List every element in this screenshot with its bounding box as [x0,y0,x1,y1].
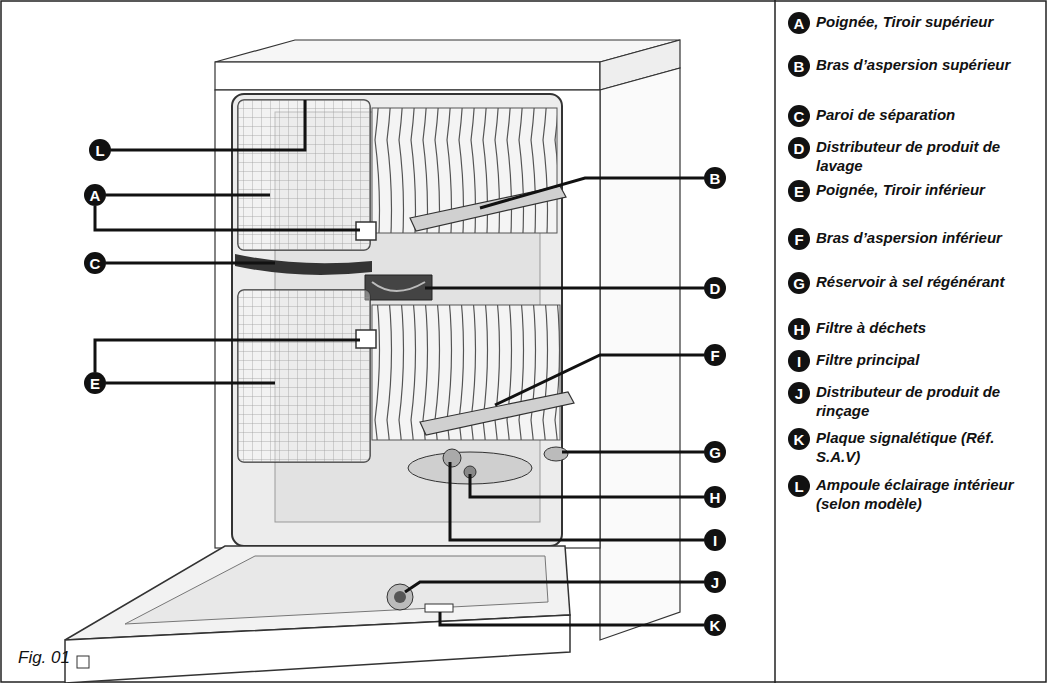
legend-entry: D Distributeur de produit de lavage [788,137,1043,175]
legend-entry: E Poignée, Tiroir inférieur [788,180,1043,202]
rating-plate [425,604,453,612]
dispenser-lid [372,282,425,291]
leader-line [440,612,704,625]
legend-entry: F Bras d’aspersion inférieur [788,228,1043,250]
callout-letter: I [713,533,717,548]
part-name: Poignée, Tiroir inférieur [816,180,1021,199]
leader-line [95,206,360,230]
callout-letter: I [704,529,726,551]
leader-line [405,582,704,592]
callout-letter: B [704,167,726,189]
leader-line [106,382,275,385]
tub-opening [232,94,562,546]
legend-entry: B Bras d’aspersion supérieur [788,55,1043,77]
callout-letter: C [84,252,106,274]
part-name: Plaque signalétique (Réf. S.A.V) [816,428,1021,466]
callout-letter: K [788,428,810,450]
callout-letter: A [90,188,101,203]
leader-line [480,178,704,208]
part-name: Réservoir à sel régénérant [816,272,1021,291]
leader-line [450,462,704,540]
callout-letter: C [90,256,101,271]
part-name: Poignée, Tiroir supérieur [816,12,1021,31]
main-filter [443,449,461,467]
callout-letter: L [89,139,111,161]
callout-letter: J [788,382,810,404]
figure-caption: Fig. 01 [18,648,70,668]
callout-letter: J [704,571,726,593]
upper-spray-arm [410,186,566,231]
callout-letter: F [788,228,810,250]
callout-letter: B [710,171,721,186]
front-frame [215,90,600,548]
callout-letter: I [788,350,810,372]
callout-letter: H [710,490,721,505]
leader-line [425,287,704,290]
lower-basket-glass [238,290,370,462]
callout-letter: E [90,376,100,391]
leader-line [106,194,270,197]
part-name: Bras d’aspersion supérieur [816,55,1021,74]
callout-letter: H [788,318,810,340]
callout-letter: A [84,184,106,206]
callout-letter: L [95,143,104,158]
legend-entry: G Réservoir à sel régénérant [788,272,1043,294]
part-name: Ampoule éclairage intérieur (selon modèl… [816,475,1021,513]
leader-line [562,451,704,454]
rinse-dispenser-cap [394,591,406,603]
salt-reservoir-cap [544,447,568,461]
leader-line [95,340,360,372]
legend-entry: C Paroi de séparation [788,105,1043,127]
callout-letter: G [709,445,721,460]
callout-letter: C [788,105,810,127]
callout-letter: G [704,441,726,463]
detergent-dispenser [365,275,432,300]
legend-entry: J Distributeur de produit de rinçage [788,382,1043,420]
part-name: Filtre principal [816,350,1021,369]
legend-entry: I Filtre principal [788,350,1043,372]
legend-entry: A Poignée, Tiroir supérieur [788,12,1043,34]
lower-basket [238,290,370,462]
door-button [77,656,89,668]
callout-letter: J [711,575,719,590]
part-name: Paroi de séparation [816,105,1021,124]
callout-letter: E [788,180,810,202]
legend-entry: H Filtre à déchets [788,318,1043,340]
part-name: Bras d’aspersion inférieur [816,228,1021,247]
leader-line [495,355,704,405]
callout-letter: F [710,348,719,363]
lower-spray-arm [420,392,574,435]
callout-letter: D [788,137,810,159]
callout-letter: E [84,372,106,394]
leader-line [106,262,275,265]
legend-entry: L Ampoule éclairage intérieur (selon modè… [788,475,1043,513]
callout-letter: D [704,277,726,299]
callout-letter: G [788,272,810,294]
callout-letter: H [704,486,726,508]
legend-entry: K Plaque signalétique (Réf. S.A.V) [788,428,1043,466]
door-recess [125,556,548,624]
worktop-front [215,62,600,90]
callout-letter: L [788,475,810,497]
leader-line [111,100,305,150]
part-name: Filtre à déchets [816,318,1021,337]
divider [774,0,776,683]
callout-letter: A [788,12,810,34]
leader-line [470,474,704,497]
part-name: Distributeur de produit de lavage [816,137,1021,175]
callout-letter: F [704,344,726,366]
callout-letter: K [704,614,726,636]
callout-letter: D [710,281,721,296]
callout-letter: B [788,55,810,77]
part-name: Distributeur de produit de rinçage [816,382,1021,420]
callout-letter: K [710,618,721,633]
